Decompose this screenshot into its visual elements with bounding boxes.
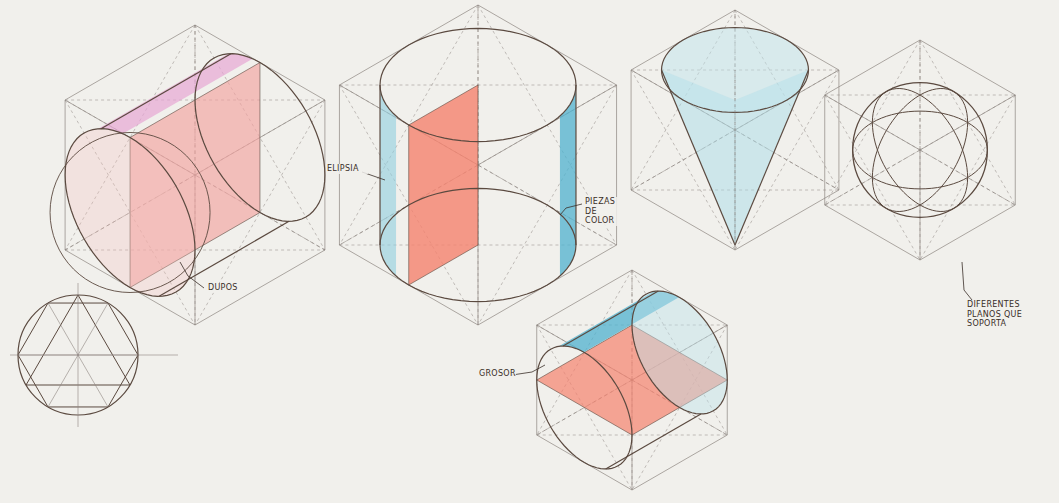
colored-band xyxy=(380,86,396,276)
colored-band xyxy=(560,86,576,276)
envelope-circle xyxy=(50,133,210,293)
cube-edge xyxy=(195,250,325,325)
construction-line xyxy=(48,303,78,355)
cube-edge xyxy=(824,95,825,205)
top-ellipse xyxy=(380,28,576,141)
cube-edge xyxy=(1015,95,1016,205)
handwritten-note: DIFERENTES PLANOS QUE SOPORTA xyxy=(966,300,1048,329)
handwritten-note: ELIPSIA xyxy=(326,164,368,174)
cube-edge xyxy=(920,40,1015,95)
construction-line xyxy=(78,355,108,407)
construction-line xyxy=(78,303,108,355)
leader-line xyxy=(560,204,582,215)
leader-line xyxy=(180,262,204,288)
cube-edge xyxy=(838,70,839,190)
handwritten-note: DUPOS xyxy=(207,283,249,293)
end-ellipse xyxy=(65,129,195,297)
plane-ellipse xyxy=(872,89,967,212)
end-ellipse xyxy=(537,346,632,469)
silhouette-line xyxy=(159,221,289,296)
cube-edge xyxy=(631,70,632,190)
leader-line xyxy=(512,365,545,375)
silhouette-line xyxy=(563,291,658,346)
colored-band xyxy=(98,54,252,134)
silhouette-line xyxy=(735,70,808,245)
silhouette-line xyxy=(379,85,380,245)
section-plane xyxy=(409,85,478,285)
cube-edge xyxy=(632,435,727,490)
end-ellipse xyxy=(195,54,325,222)
plane-ellipse xyxy=(872,89,967,212)
handwritten-note: GROSOR xyxy=(478,369,516,379)
cube-edge xyxy=(825,40,920,95)
leader-line xyxy=(962,262,972,300)
handwritten-note: PIEZAS DE COLOR xyxy=(584,197,630,226)
bottom-ellipse xyxy=(380,188,576,301)
silhouette-line xyxy=(606,414,701,469)
construction-line xyxy=(10,355,178,356)
construction-line xyxy=(48,355,78,407)
end-ellipse xyxy=(632,291,727,414)
sphere-outline xyxy=(853,83,988,218)
silhouette-line xyxy=(575,85,576,245)
silhouette-line xyxy=(101,54,231,129)
cube-edge xyxy=(920,205,1015,260)
cube-edge xyxy=(825,205,920,260)
axis-line xyxy=(735,70,736,245)
silhouette-line xyxy=(662,70,735,245)
